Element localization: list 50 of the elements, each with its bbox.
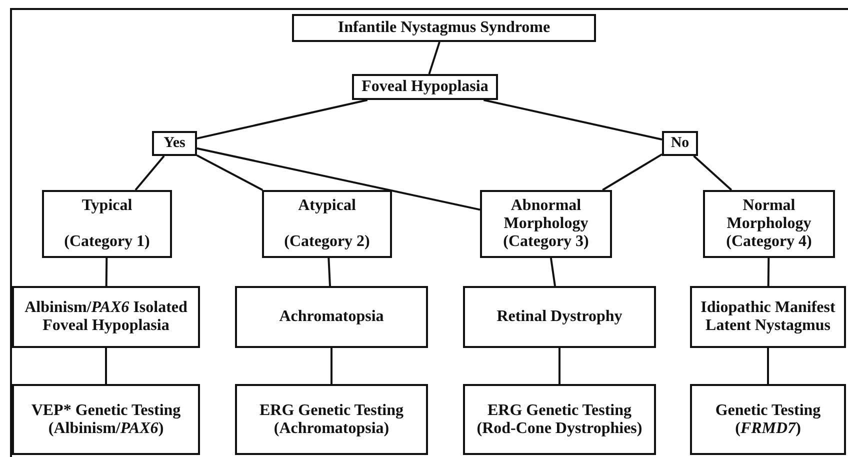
flowchart-box [235, 286, 428, 348]
connector-line [105, 348, 107, 384]
flowchart-box [463, 286, 656, 348]
connector-line [105, 258, 108, 286]
connector-line [328, 258, 331, 286]
flowchart-box [463, 384, 656, 455]
box-label: Retinal Dystrophy [496, 308, 622, 326]
flowchart-box [690, 384, 846, 455]
box-label: Foveal Hypoplasia [362, 78, 488, 96]
box-label: Yes [164, 135, 186, 152]
box-label: Typical [82, 197, 132, 215]
connector-line [558, 348, 560, 384]
box-label: ERG Genetic Testing (Achromatopsia) [258, 402, 404, 438]
box-label: Achromatopsia [279, 308, 384, 326]
flowchart-box [480, 190, 612, 258]
box-label: Abnormal Morphology (Category 3) [502, 197, 590, 251]
connector-line [428, 42, 440, 74]
connector-line [330, 348, 332, 384]
flowchart-box [262, 190, 392, 258]
connector-line [602, 153, 663, 191]
connector-line [693, 155, 732, 191]
box-label: Infantile Nystagmus Syndrome [338, 19, 550, 37]
connector-line [196, 99, 368, 140]
flowchart-box [703, 190, 835, 258]
flowchart-box [662, 131, 698, 156]
connector-line [550, 258, 556, 286]
box-label: Idiopathic Manifest Latent Nystagmus [700, 299, 836, 335]
connector-line [196, 147, 480, 211]
flowchart-box [235, 384, 428, 455]
flowchart-box [352, 74, 498, 100]
connector-line [767, 348, 769, 384]
connector-line [767, 258, 770, 286]
flowchart-box [690, 286, 846, 348]
flowchart-box [42, 190, 172, 258]
connector-line [483, 99, 662, 140]
box-label: Atypical [298, 197, 356, 215]
flowchart-box [152, 131, 197, 156]
flowchart-box [12, 384, 200, 455]
box-label: No [670, 135, 690, 152]
connector-line [134, 155, 165, 191]
box-label: Normal Morphology (Category 4) [725, 197, 813, 251]
box-label: (Category 1) [64, 233, 150, 251]
box-label: Albinism/PAX6 Isolated Foveal Hypoplasia [24, 299, 188, 335]
box-label: ERG Genetic Testing (Rod-Cone Dystrophies) [476, 402, 644, 438]
connector-line [196, 154, 264, 191]
flowchart-box [292, 14, 596, 42]
box-label: (Category 2) [284, 233, 370, 251]
box-label: Genetic Testing (FRMD7) [714, 402, 822, 438]
box-label: VEP* Genetic Testing (Albinism/PAX6) [30, 402, 182, 438]
flowchart-box [12, 286, 200, 348]
